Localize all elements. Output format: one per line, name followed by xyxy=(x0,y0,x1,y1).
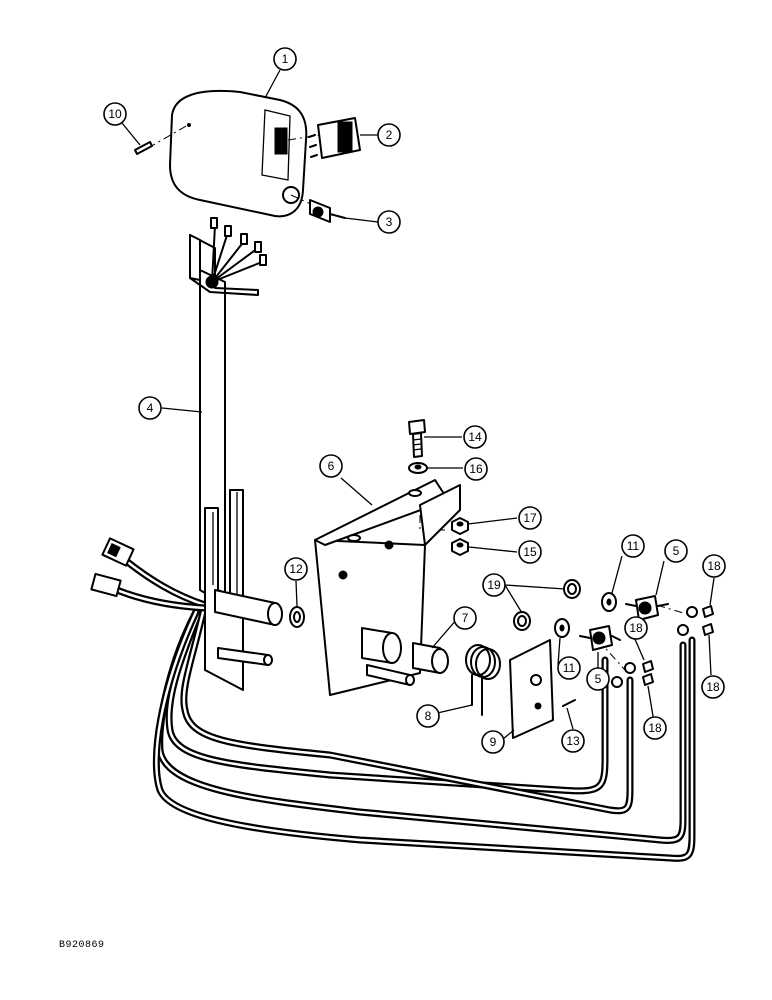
leader-lines xyxy=(121,69,715,740)
callout-5-upper: 5 xyxy=(664,539,688,563)
callout-17: 17 xyxy=(518,506,542,530)
push-switch xyxy=(309,199,346,223)
control-housing xyxy=(169,89,308,218)
svg-text:15: 15 xyxy=(523,545,537,559)
lever-pivot-tube xyxy=(214,589,283,666)
svg-text:13: 13 xyxy=(566,734,580,748)
housing-screw xyxy=(134,141,153,155)
svg-text:12: 12 xyxy=(289,562,303,576)
bracket-bushing xyxy=(361,627,415,686)
svg-text:19: 19 xyxy=(487,578,501,592)
callout-8: 8 xyxy=(416,704,440,728)
callout-11-lower: 11 xyxy=(557,656,581,680)
wiring-harness xyxy=(108,556,696,862)
bolt-14 xyxy=(408,419,426,458)
svg-text:16: 16 xyxy=(469,462,483,476)
svg-text:18: 18 xyxy=(648,721,662,735)
torsion-spring xyxy=(465,644,501,716)
rocker-switch xyxy=(308,117,361,159)
washer-12 xyxy=(289,606,305,628)
harness-connector-lower xyxy=(90,572,122,598)
callout-15: 15 xyxy=(518,540,542,564)
bushing xyxy=(412,642,449,674)
svg-text:5: 5 xyxy=(595,672,602,686)
lock-washers-11 xyxy=(554,592,617,638)
callout-19: 19 xyxy=(482,573,506,597)
svg-text:11: 11 xyxy=(563,661,576,675)
callout-13: 13 xyxy=(561,729,585,753)
callout-5-lower: 5 xyxy=(586,667,610,691)
svg-text:8: 8 xyxy=(425,709,432,723)
nut-17 xyxy=(451,517,469,535)
callout-4: 4 xyxy=(138,396,162,420)
callout-9: 9 xyxy=(481,730,505,754)
terminals-18 xyxy=(611,605,714,688)
svg-text:11: 11 xyxy=(627,539,640,553)
callout-18-top-right: 18 xyxy=(702,554,726,578)
svg-text:5: 5 xyxy=(673,544,680,558)
control-lever xyxy=(189,234,259,691)
callout-16: 16 xyxy=(464,457,488,481)
svg-text:4: 4 xyxy=(147,401,154,415)
callout-1: 1 xyxy=(273,47,297,71)
callout-18-right: 18 xyxy=(701,675,725,699)
svg-text:7: 7 xyxy=(462,611,469,625)
callout-12: 12 xyxy=(284,557,308,581)
lever-wire-leads xyxy=(205,217,267,289)
callout-10: 10 xyxy=(103,102,127,126)
svg-text:18: 18 xyxy=(706,680,720,694)
washers-19 xyxy=(513,579,581,631)
svg-text:18: 18 xyxy=(707,559,721,573)
nut-15 xyxy=(451,538,469,556)
harness-connector-upper xyxy=(101,537,135,567)
callout-2: 2 xyxy=(377,123,401,147)
callout-6: 6 xyxy=(319,454,343,478)
svg-text:3: 3 xyxy=(386,215,393,229)
svg-text:1: 1 xyxy=(282,52,289,66)
callout-18-bottom: 18 xyxy=(643,716,667,740)
callout-18-middle: 18 xyxy=(624,616,648,640)
callout-3: 3 xyxy=(377,210,401,234)
drawing-code: B920869 xyxy=(59,940,105,951)
svg-text:18: 18 xyxy=(629,621,643,635)
roll-pin xyxy=(562,699,576,707)
callout-7: 7 xyxy=(453,606,477,630)
svg-text:9: 9 xyxy=(490,735,497,749)
limit-switches-5 xyxy=(579,595,669,651)
washer-16 xyxy=(408,462,428,474)
svg-text:14: 14 xyxy=(468,430,482,444)
svg-text:17: 17 xyxy=(523,511,537,525)
svg-text:6: 6 xyxy=(328,459,335,473)
stop-plate xyxy=(509,639,554,739)
svg-text:10: 10 xyxy=(108,107,122,121)
callout-14: 14 xyxy=(463,425,487,449)
callout-11-upper: 11 xyxy=(621,534,645,558)
svg-text:2: 2 xyxy=(386,128,393,142)
